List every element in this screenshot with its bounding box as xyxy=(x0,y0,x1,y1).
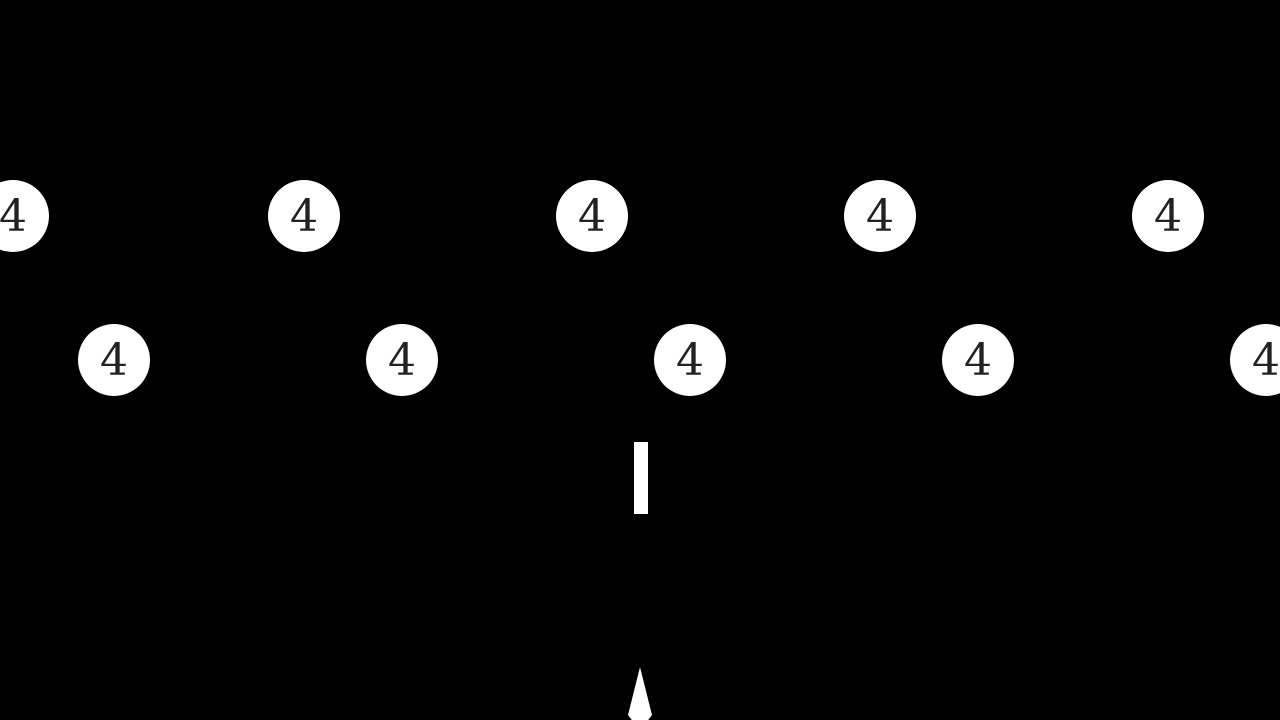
number-target: 4 xyxy=(654,324,726,396)
number-target: 4 xyxy=(1230,324,1280,396)
bullet-projectile xyxy=(634,442,648,514)
number-target: 4 xyxy=(78,324,150,396)
target-label: 4 xyxy=(866,191,894,242)
number-target: 4 xyxy=(942,324,1014,396)
number-target: 4 xyxy=(844,180,916,252)
number-target: 4 xyxy=(556,180,628,252)
player-ship-icon[interactable] xyxy=(626,667,656,720)
target-label: 4 xyxy=(100,335,128,386)
target-label: 4 xyxy=(676,335,704,386)
target-label: 4 xyxy=(0,191,27,242)
target-label: 4 xyxy=(964,335,992,386)
number-target: 4 xyxy=(366,324,438,396)
target-label: 4 xyxy=(578,191,606,242)
number-target: 4 xyxy=(0,180,49,252)
target-label: 4 xyxy=(1154,191,1182,242)
number-target: 4 xyxy=(268,180,340,252)
target-label: 4 xyxy=(388,335,416,386)
target-label: 4 xyxy=(1252,335,1280,386)
number-target: 4 xyxy=(1132,180,1204,252)
target-label: 4 xyxy=(290,191,318,242)
